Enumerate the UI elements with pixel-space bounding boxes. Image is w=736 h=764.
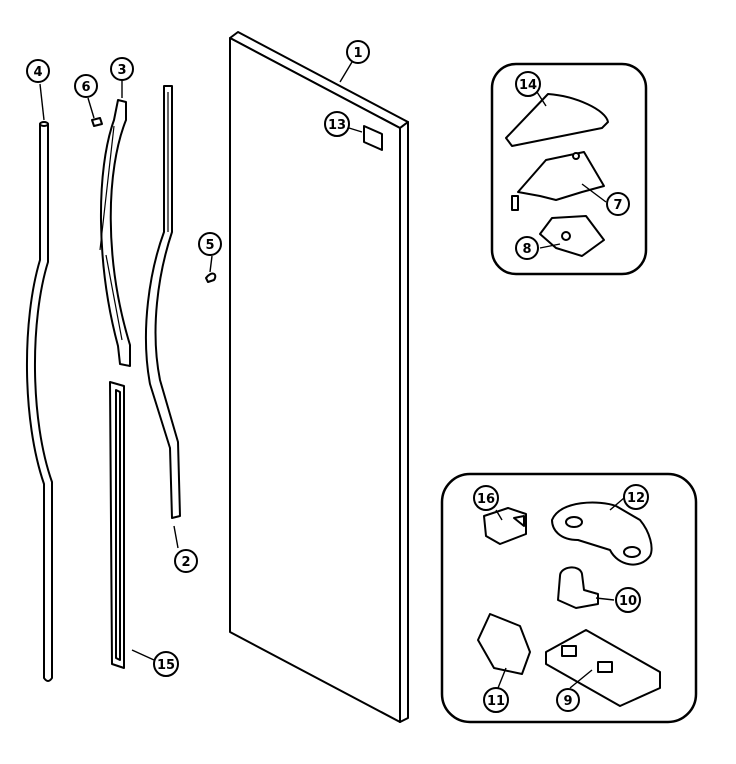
callout-11: 11 <box>483 687 509 713</box>
svg-text:8: 8 <box>522 242 531 257</box>
svg-text:9: 9 <box>563 694 572 709</box>
svg-text:4: 4 <box>33 65 42 80</box>
door-gasket-long <box>26 121 53 682</box>
callout-4: 4 <box>26 59 50 83</box>
callout-10: 10 <box>615 587 641 613</box>
svg-text:11: 11 <box>487 694 505 709</box>
callout-1: 1 <box>346 40 370 64</box>
callout-2: 2 <box>174 549 198 573</box>
callout-3: 3 <box>110 57 134 81</box>
callout-7: 7 <box>606 192 630 216</box>
callout-15: 15 <box>153 651 179 677</box>
svg-text:15: 15 <box>157 658 175 673</box>
callout-14: 14 <box>515 71 541 97</box>
svg-text:2: 2 <box>181 555 190 570</box>
breaker-strip-lower <box>109 381 125 669</box>
svg-text:3: 3 <box>117 63 126 78</box>
clip-part-5 <box>205 272 217 283</box>
hinge-hardware-inset <box>440 472 698 724</box>
svg-text:1: 1 <box>353 46 362 61</box>
callout-16: 16 <box>473 485 499 511</box>
svg-text:6: 6 <box>81 80 90 95</box>
callout-9: 9 <box>556 688 580 712</box>
door-panel <box>229 31 409 723</box>
breaker-strip-upper <box>99 99 131 367</box>
label-plate <box>363 125 383 151</box>
callout-6: 6 <box>74 74 98 98</box>
svg-text:7: 7 <box>613 198 622 213</box>
hinge-cover-inset <box>490 62 648 276</box>
callout-5: 5 <box>198 232 222 256</box>
svg-text:10: 10 <box>619 594 637 609</box>
leader-lines <box>39 61 625 689</box>
svg-text:13: 13 <box>328 118 346 133</box>
svg-text:5: 5 <box>205 238 214 253</box>
callout-8: 8 <box>515 236 539 260</box>
screw-part-6 <box>91 117 103 127</box>
svg-text:12: 12 <box>627 491 645 506</box>
callout-13: 13 <box>324 111 350 137</box>
callout-12: 12 <box>623 484 649 510</box>
svg-text:16: 16 <box>477 492 495 507</box>
trim-strip <box>144 85 181 519</box>
svg-text:14: 14 <box>519 78 537 93</box>
